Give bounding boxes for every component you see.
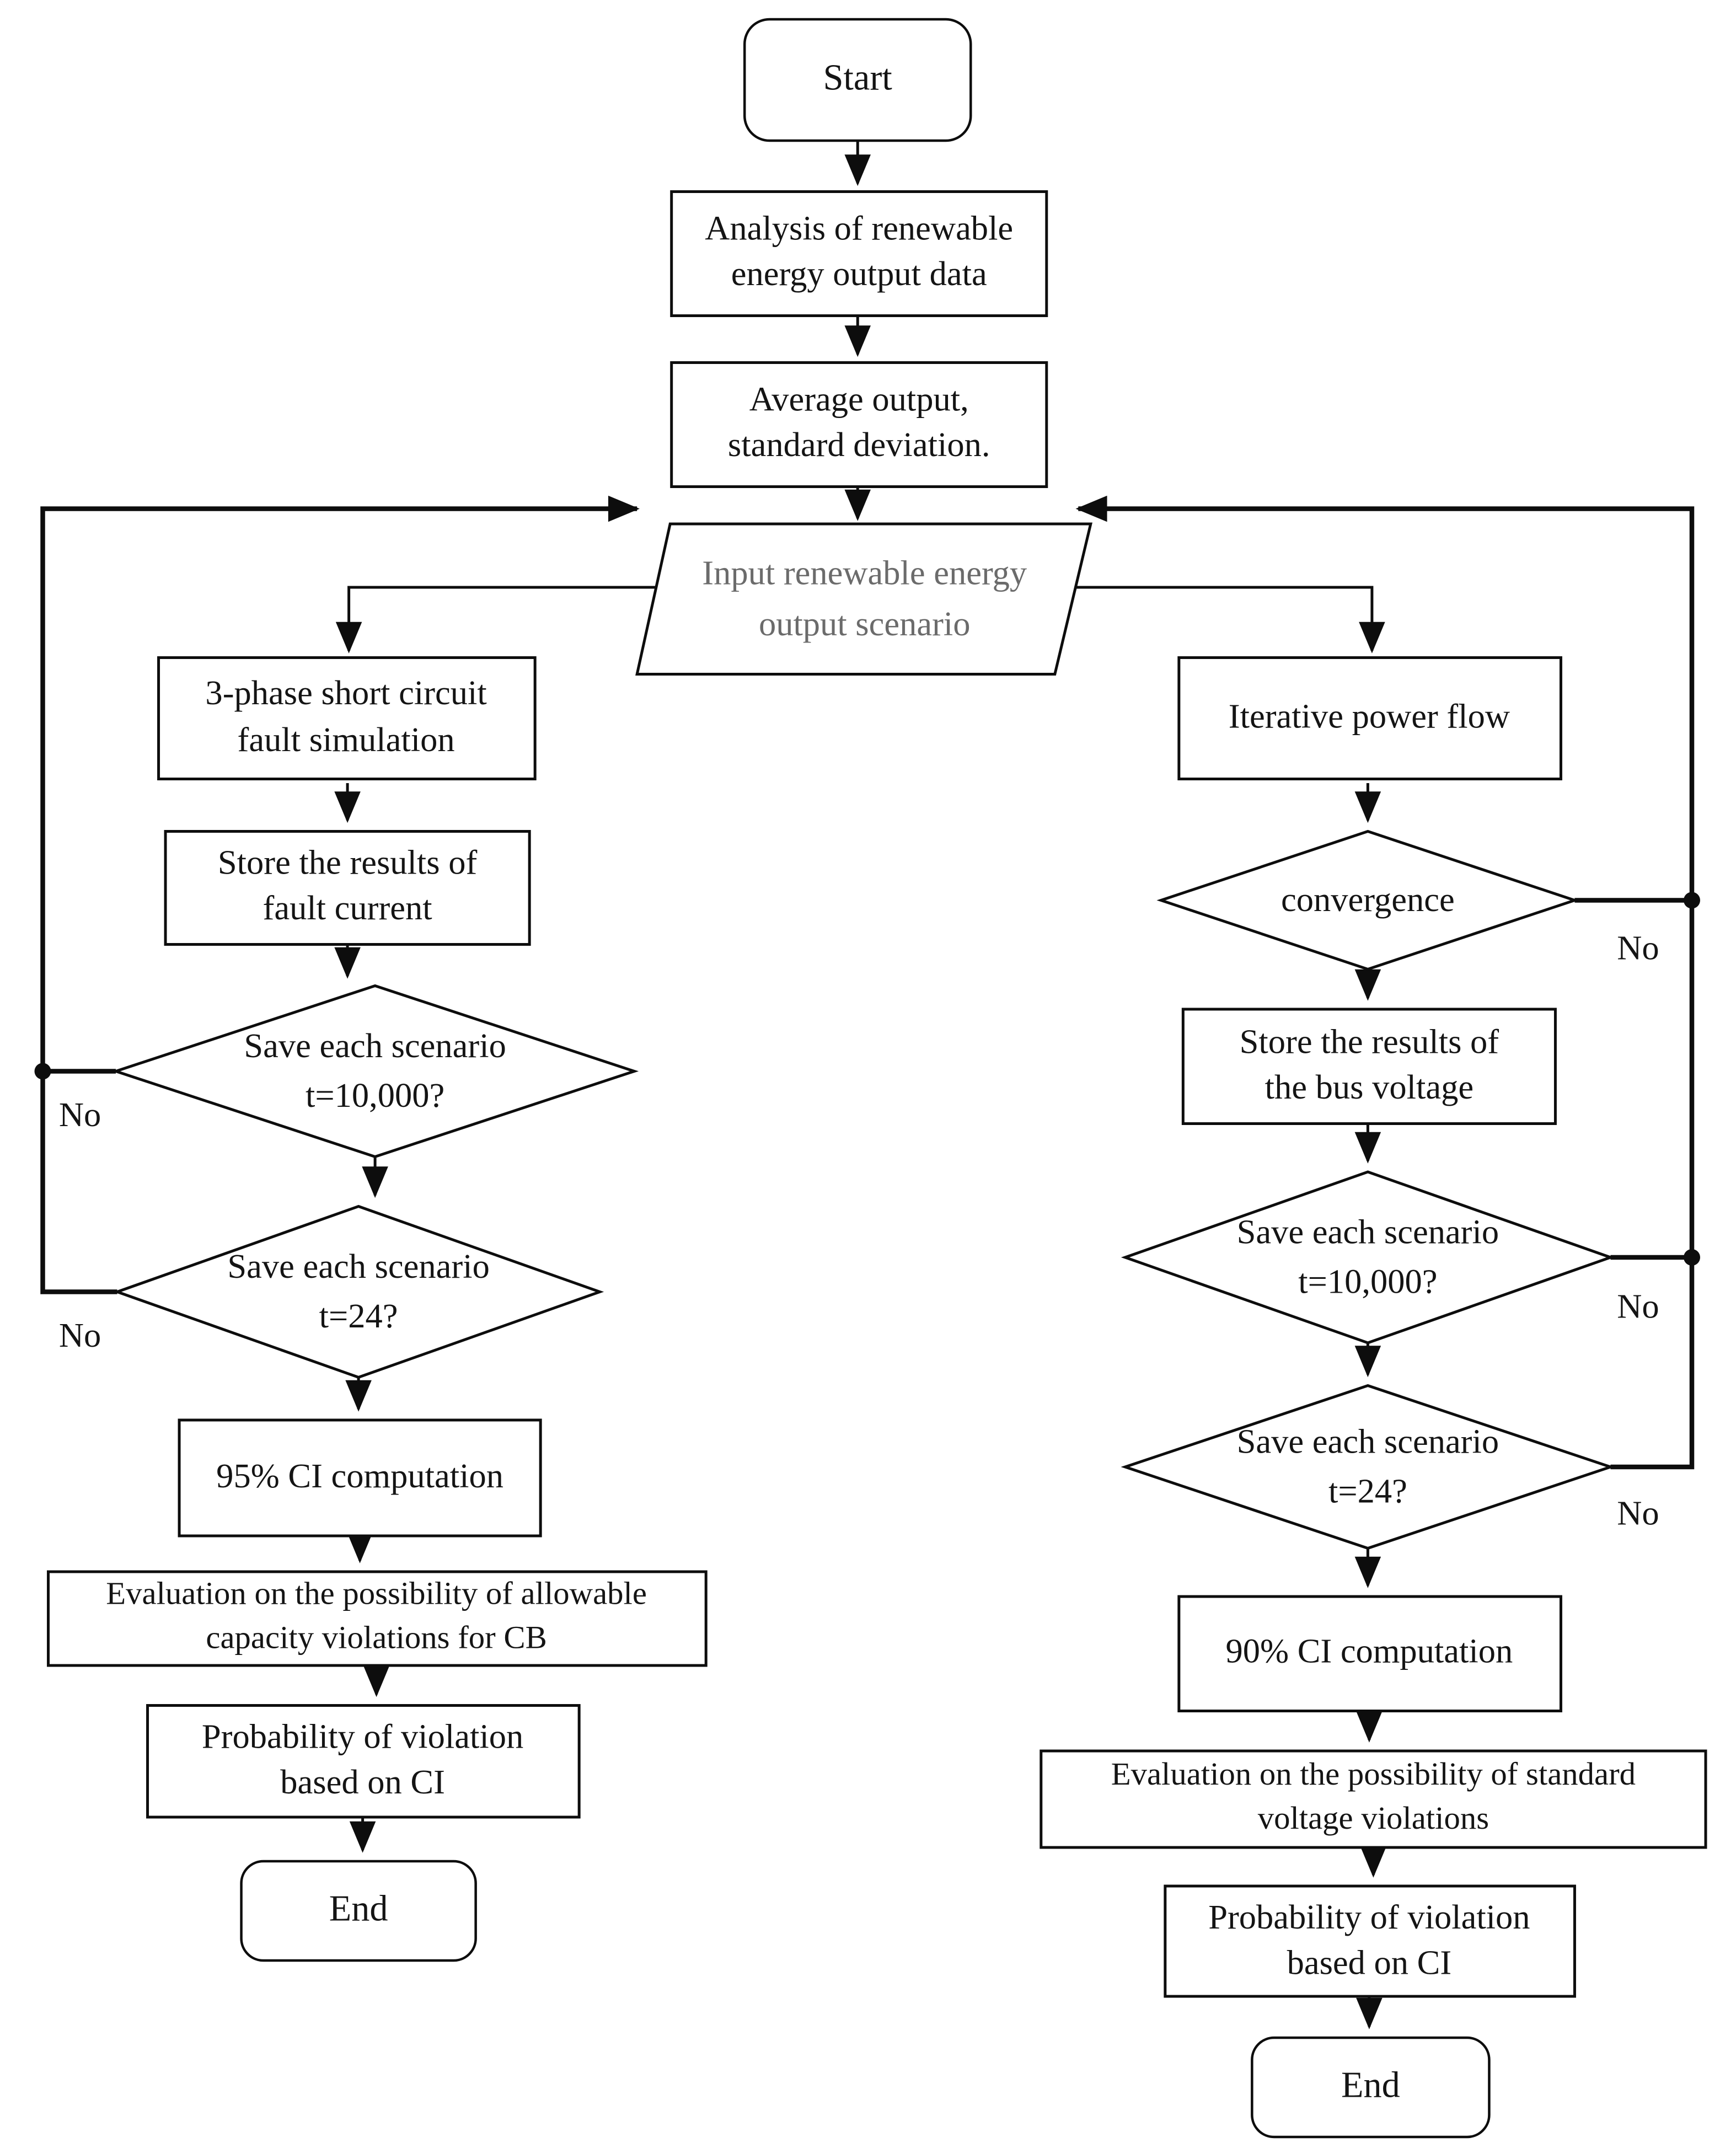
- store-fault-label-line1: Store the results of: [218, 843, 478, 881]
- ci90-node: [1177, 1595, 1562, 1712]
- analysis-node: [670, 190, 1048, 317]
- left-t24-label-line1: Save each scenario: [227, 1247, 489, 1285]
- right-t10000-no-label: No: [1617, 1287, 1659, 1325]
- evaluation-voltage-label-line2: voltage violations: [1258, 1800, 1489, 1836]
- edge-input-to-fault-simulation: [335, 586, 657, 653]
- evaluation-cb-label-line1: Evaluation on the possibility of allowab…: [106, 1575, 647, 1611]
- input-scenario-node: [635, 522, 1092, 676]
- end-right-node: [1251, 2036, 1491, 2139]
- left-t24-label-line2: t=24?: [319, 1297, 398, 1335]
- store-fault-label-line2: fault current: [263, 888, 432, 927]
- average-node: [670, 361, 1048, 488]
- left-save-t24-decision: [113, 1204, 604, 1379]
- junction-dot-left: [34, 1063, 51, 1080]
- end-right-label: End: [1341, 2065, 1400, 2106]
- fault-simulation-node: [157, 656, 537, 780]
- analysis-label-line2: energy output data: [731, 254, 987, 293]
- left-t10000-label-line1: Save each scenario: [244, 1026, 506, 1065]
- ci95-label: 95% CI computation: [216, 1456, 503, 1495]
- probability-right-label-line1: Probability of violation: [1208, 1898, 1530, 1936]
- store-fault-current-node: [164, 830, 531, 946]
- right-t24-label-line1: Save each scenario: [1237, 1422, 1499, 1460]
- edge-left-no-feedback-loop: [40, 495, 640, 1294]
- left-save-t10000-decision: [111, 984, 639, 1159]
- iterative-power-flow-node: [1177, 656, 1562, 780]
- input-scenario-label-line2: output scenario: [759, 604, 971, 643]
- evaluation-voltage-label-line1: Evaluation on the possibility of standar…: [1111, 1756, 1636, 1792]
- left-t10000-label-line2: t=10,000?: [306, 1076, 444, 1115]
- end-left-node: [240, 1860, 477, 1962]
- analysis-label-line1: Analysis of renewable: [705, 208, 1013, 247]
- convergence-label: convergence: [1281, 880, 1455, 919]
- fault-simulation-label-line2: fault simulation: [238, 720, 455, 759]
- junction-dot-right-t10000: [1683, 1249, 1700, 1266]
- left-t24-no-label: No: [59, 1316, 101, 1354]
- probability-right-node: [1164, 1884, 1576, 1998]
- average-label-line2: standard deviation.: [728, 425, 990, 464]
- evaluation-voltage-node: [1040, 1749, 1707, 1849]
- convergence-decision: [1156, 829, 1579, 971]
- right-t10000-label-line2: t=10,000?: [1298, 1262, 1437, 1300]
- store-bus-voltage-node: [1181, 1008, 1557, 1125]
- start-label: Start: [823, 58, 893, 98]
- store-voltage-label-line2: the bus voltage: [1265, 1068, 1474, 1106]
- probability-right-label-line2: based on CI: [1287, 1943, 1452, 1981]
- ci90-label: 90% CI computation: [1225, 1631, 1513, 1670]
- evaluation-cb-label-line2: capacity violations for CB: [206, 1619, 546, 1655]
- convergence-no-label: No: [1617, 928, 1659, 967]
- right-save-t24-decision: [1121, 1384, 1615, 1550]
- start-node: [743, 18, 972, 142]
- edge-right-no-feedback-loop: [1075, 495, 1695, 1470]
- average-label-line1: Average output,: [749, 379, 969, 418]
- right-t24-label-line2: t=24?: [1328, 1471, 1407, 1510]
- evaluation-cb-node: [47, 1570, 708, 1667]
- ci95-node: [178, 1418, 542, 1538]
- end-left-label: End: [329, 1889, 388, 1929]
- right-t24-no-label: No: [1617, 1493, 1659, 1532]
- probability-left-label-line1: Probability of violation: [202, 1717, 523, 1755]
- input-scenario-label-line1: Input renewable energy: [702, 553, 1027, 592]
- junction-dot-convergence: [1683, 892, 1700, 909]
- store-voltage-label-line1: Store the results of: [1240, 1022, 1499, 1060]
- fault-simulation-label-line1: 3-phase short circuit: [205, 673, 486, 712]
- iterative-power-flow-label: Iterative power flow: [1229, 697, 1510, 735]
- left-t10000-no-label: No: [59, 1095, 101, 1134]
- right-t10000-label-line1: Save each scenario: [1237, 1212, 1499, 1251]
- right-save-t10000-decision: [1121, 1170, 1615, 1344]
- probability-left-node: [146, 1704, 581, 1819]
- edge-input-to-power-flow: [1075, 586, 1385, 653]
- probability-left-label-line2: based on CI: [280, 1763, 445, 1801]
